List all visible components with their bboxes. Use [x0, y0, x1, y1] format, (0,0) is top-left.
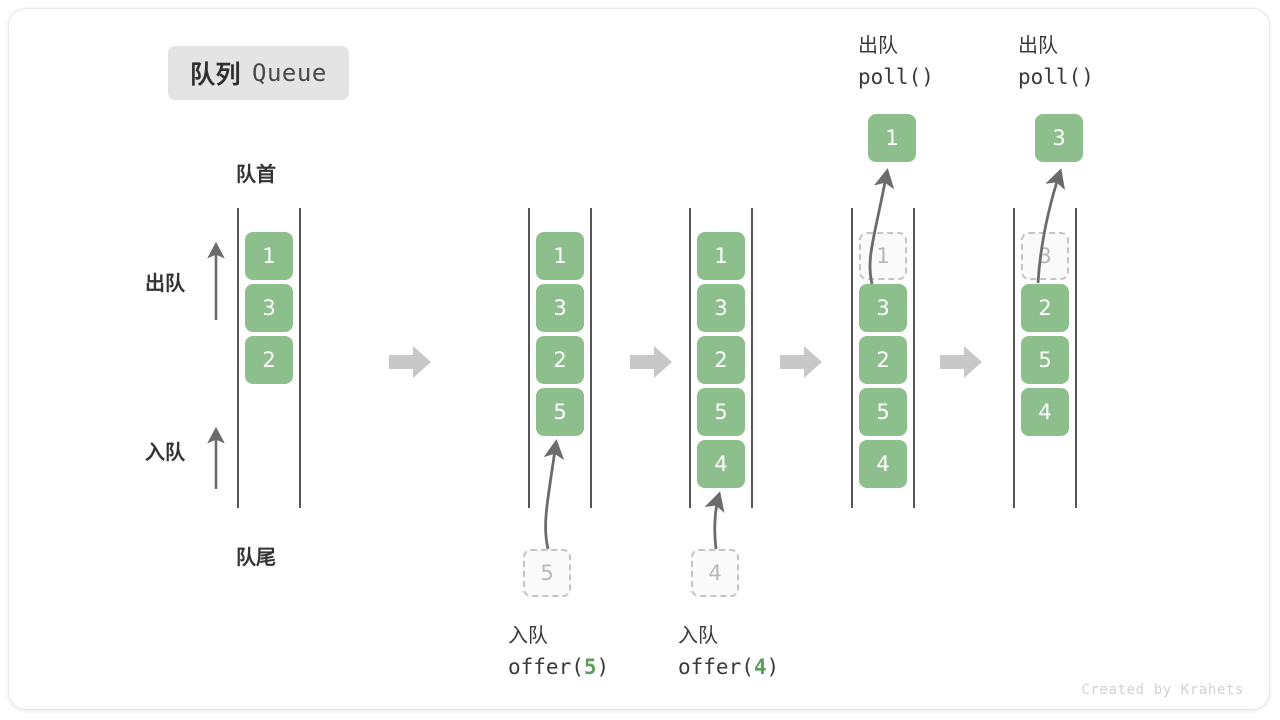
- queue-rail: [590, 208, 592, 508]
- queue-rail: [1013, 208, 1015, 508]
- op-caption-cn: 入队: [678, 623, 718, 647]
- transition-arrow-icon: [940, 344, 982, 380]
- queue-cell: 4: [697, 440, 745, 488]
- queue-head-label: 队首: [236, 162, 276, 186]
- queue-cell: 5: [536, 388, 584, 436]
- queue-cell: 3: [697, 284, 745, 332]
- queue-cell: 3: [536, 284, 584, 332]
- queue-cell: 2: [245, 336, 293, 384]
- title-label-en: Queue: [252, 59, 327, 87]
- queue-cell: 4: [1021, 388, 1069, 436]
- queue-rail: [751, 208, 753, 508]
- op-caption-offer-4: 入队 offer(4): [678, 620, 779, 684]
- queue-cell: 3: [859, 284, 907, 332]
- queue-cell: 5: [697, 388, 745, 436]
- op-caption-cn: 入队: [508, 623, 548, 647]
- op-caption-fn: poll(): [858, 65, 934, 89]
- queue-rail: [237, 208, 239, 508]
- queue-cell-ghost: 3: [1021, 232, 1069, 280]
- queue-rail: [689, 208, 691, 508]
- queue-cell: 2: [1021, 284, 1069, 332]
- watermark: Created by Krahets: [1081, 682, 1244, 698]
- outgoing-element: 3: [1035, 114, 1083, 162]
- queue-cell-ghost: 1: [859, 232, 907, 280]
- transition-arrow-icon: [389, 344, 431, 380]
- queue-cell: 1: [697, 232, 745, 280]
- queue-cell: 5: [859, 388, 907, 436]
- incoming-element-ghost: 4: [691, 549, 739, 597]
- queue-cell: 1: [536, 232, 584, 280]
- queue-cell: 1: [245, 232, 293, 280]
- queue-rail: [299, 208, 301, 508]
- queue-cell: 2: [697, 336, 745, 384]
- op-caption-poll-3: 出队 poll(): [1018, 30, 1094, 94]
- title-label-cn: 队列: [190, 60, 242, 89]
- outgoing-element: 1: [868, 114, 916, 162]
- incoming-element-ghost: 5: [523, 549, 571, 597]
- queue-rail: [528, 208, 530, 508]
- op-caption-fn: poll(): [1018, 65, 1094, 89]
- op-caption-cn: 出队: [858, 33, 898, 57]
- op-caption-fn: offer(4): [678, 655, 780, 679]
- queue-cell: 2: [859, 336, 907, 384]
- op-caption-offer-5: 入队 offer(5): [508, 620, 609, 684]
- queue-rail: [851, 208, 853, 508]
- dequeue-direction-label: 出队: [145, 271, 185, 295]
- op-caption-poll-1: 出队 poll(): [858, 30, 934, 94]
- queue-cell: 4: [859, 440, 907, 488]
- queue-cell: 3: [245, 284, 293, 332]
- queue-rail: [1075, 208, 1077, 508]
- queue-cell: 2: [536, 336, 584, 384]
- transition-arrow-icon: [630, 344, 672, 380]
- op-caption-fn: offer(5): [508, 655, 610, 679]
- op-caption-cn: 出队: [1018, 33, 1058, 57]
- queue-rail: [913, 208, 915, 508]
- transition-arrow-icon: [780, 344, 822, 380]
- enqueue-direction-label: 入队: [145, 440, 185, 464]
- title-badge: 队列 Queue: [168, 46, 349, 100]
- queue-tail-label: 队尾: [236, 545, 276, 569]
- queue-cell: 5: [1021, 336, 1069, 384]
